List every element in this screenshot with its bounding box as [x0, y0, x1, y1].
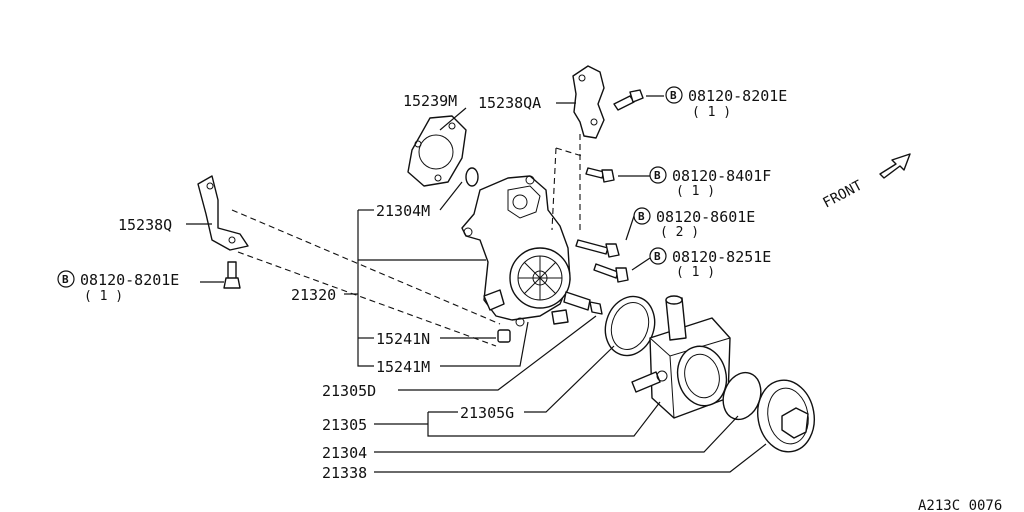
bracket-15238qa	[572, 65, 605, 139]
bolt-symbol-icon	[633, 207, 651, 225]
svg-text:B: B	[654, 169, 661, 182]
bracket-15238q	[197, 175, 249, 251]
label-21305g: 21305G	[460, 404, 514, 422]
label-15238qa: 15238QA	[478, 94, 541, 112]
bolt-symbol-icon	[649, 166, 667, 184]
label-15238q: 15238Q	[118, 216, 172, 234]
bolt-callout-1: B 08120-8201E ( 1 )	[665, 86, 787, 120]
bolt-quantity: ( 1 )	[84, 289, 123, 304]
gasket-21305g	[604, 295, 656, 357]
bolt-symbol-icon	[57, 270, 75, 288]
bolt-symbol-icon	[665, 86, 683, 104]
bolt-quantity: ( 1 )	[676, 184, 715, 199]
bolt-quantity: ( 1 )	[676, 265, 715, 280]
label-21305d: 21305D	[322, 382, 376, 400]
svg-text:B: B	[654, 250, 661, 263]
bolt-quantity: ( 1 )	[692, 105, 731, 120]
bolt-symbol-icon	[649, 247, 667, 265]
oil-filter-bracket-21320	[461, 175, 571, 327]
svg-text:B: B	[62, 273, 69, 286]
front-label: FRONT	[820, 177, 865, 211]
bolt-part-number: 08120-8201E	[688, 87, 787, 105]
bolt-callout-4: B 08120-8251E ( 1 )	[649, 247, 771, 280]
svg-text:B: B	[670, 89, 677, 102]
bolt-08120-8201e-left	[223, 261, 241, 289]
diagram-code: A213C 0076	[918, 498, 1002, 512]
bolt-callout-2: B 08120-8401F ( 1 )	[649, 166, 771, 199]
sensor-15241n	[497, 329, 511, 343]
bolt-part-number: 08120-8251E	[672, 248, 771, 266]
label-21305: 21305	[322, 416, 367, 434]
bolt-08120-8601e	[575, 239, 620, 258]
o-ring-21304m	[465, 167, 479, 187]
switch-21305d	[563, 291, 603, 315]
bolt-part-number: 08120-8201E	[80, 271, 179, 289]
bolt-part-number: 08120-8601E	[656, 208, 755, 226]
filter-cap-21338	[757, 379, 815, 453]
bolt-08120-8401f	[585, 167, 615, 183]
label-21320: 21320	[291, 286, 336, 304]
label-15241n: 15241N	[376, 330, 430, 348]
sensor-plug	[551, 309, 569, 325]
svg-text:B: B	[638, 210, 645, 223]
label-15239m: 15239M	[403, 92, 457, 110]
gasket-15239m	[407, 115, 467, 187]
bolt-08120-8251e	[593, 263, 629, 283]
label-21304: 21304	[322, 444, 367, 462]
leader-lines	[186, 95, 767, 473]
bolt-callout-3: B 08120-8601E ( 2 )	[633, 207, 755, 240]
label-21304m: 21304M	[376, 202, 430, 220]
bolt-quantity: ( 2 )	[660, 225, 699, 240]
bolt-callout-5: B 08120-8201E ( 1 )	[57, 270, 179, 304]
front-direction-arrow	[879, 153, 911, 179]
oil-cooler-21305	[631, 295, 731, 419]
label-21338: 21338	[322, 464, 367, 482]
bolt-08120-8201e-top	[613, 89, 644, 111]
label-15241m: 15241M	[376, 358, 430, 376]
bolt-part-number: 08120-8401F	[672, 167, 771, 185]
